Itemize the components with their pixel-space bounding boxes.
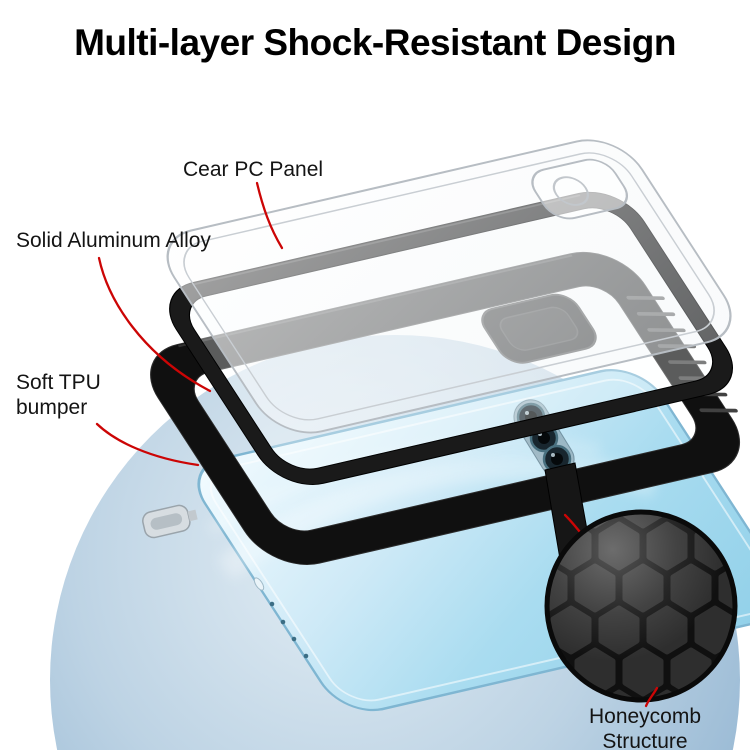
callout-label-pc-panel: Cear PC Panel <box>183 158 324 181</box>
callout-line-tpu-bumper <box>95 422 200 467</box>
callout-line-pc-panel <box>255 181 284 250</box>
phone-edge-details <box>253 577 309 659</box>
callout-label-honeycomb: Honeycomb Structure <box>588 705 702 750</box>
callout-line-aluminum <box>97 256 212 393</box>
callout-label-tpu-bumper: Soft TPU bumper <box>16 371 101 420</box>
honeycomb-inset <box>544 509 738 708</box>
usb-plug-piece <box>142 504 198 539</box>
callout-line-honeycomb-label <box>644 686 659 708</box>
clear-pc-panel-layer <box>166 139 732 434</box>
page-title: Multi-layer Shock-Resistant Design <box>74 22 676 63</box>
callout-label-aluminum: Solid Aluminum Alloy <box>16 229 211 252</box>
